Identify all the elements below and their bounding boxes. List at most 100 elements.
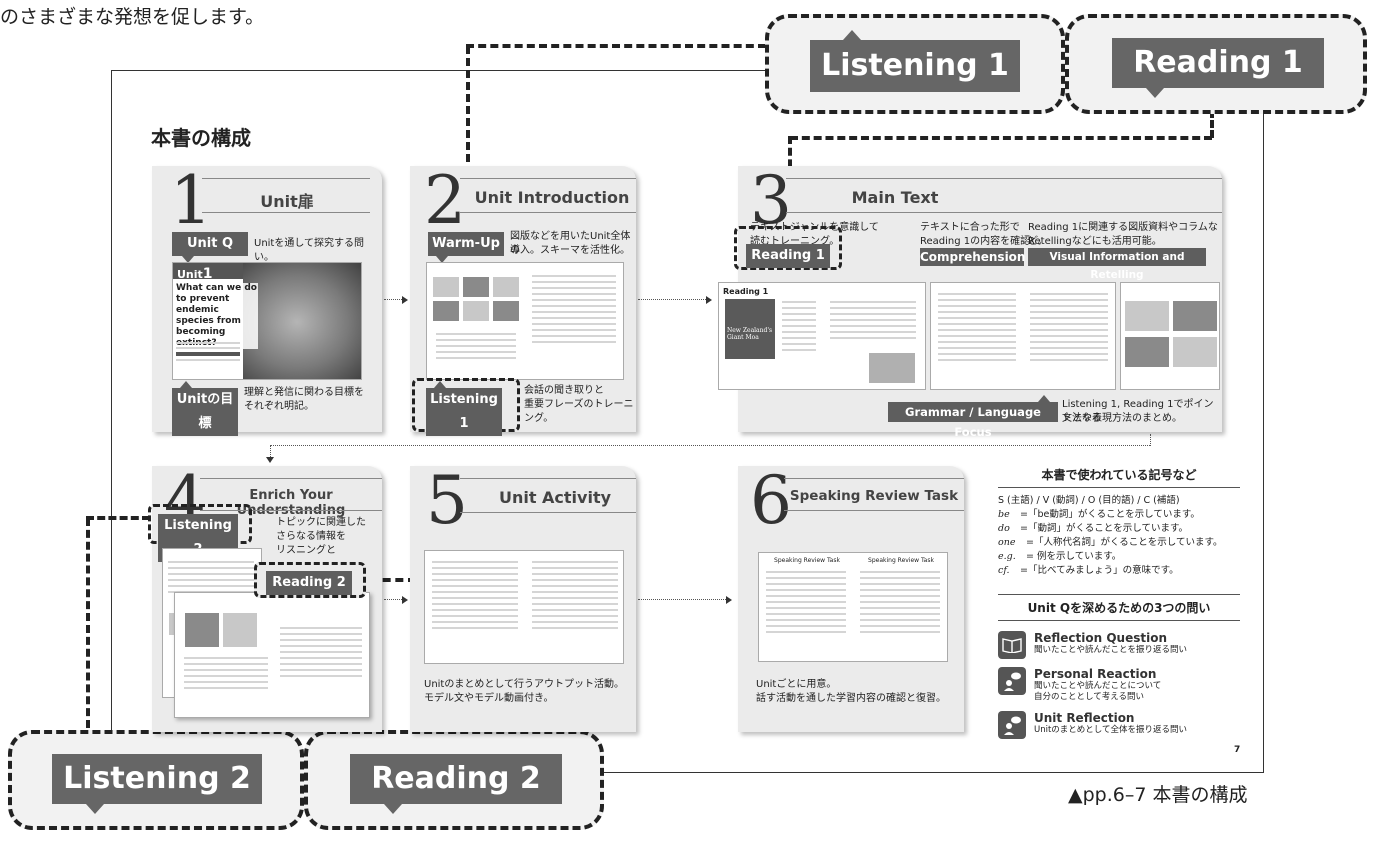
- grammar-tag-pointer: [1038, 395, 1050, 402]
- comprehension-desc-1: テキストに合った形で: [920, 222, 1020, 233]
- photo: [1125, 337, 1169, 367]
- questions-heading: Unit Qを深めるための3つの問い: [998, 594, 1240, 621]
- intro-text: のさまざまな発想を促します。: [0, 6, 265, 28]
- warm-up-desc-2: 導入。スキーマを活性化。: [510, 245, 630, 256]
- callout-reading1-pointer: [1146, 88, 1164, 98]
- speaking-desc-1: Unitごとに用意。: [756, 679, 837, 690]
- unit-goal-desc-1: 理解と発信に関わる目標を: [244, 387, 364, 398]
- card-title: Main Text: [851, 188, 939, 207]
- callout-listening1-pointer: [843, 30, 861, 40]
- title-rule: [200, 478, 382, 479]
- text-lines: [427, 557, 523, 633]
- symbol-item: one=「人称代名詞」がくることを示しています。: [998, 536, 1240, 550]
- text-lines: [527, 557, 623, 633]
- enrich-desc-1: トピックに関連した: [276, 517, 366, 528]
- callout-reading2-pointer: [384, 804, 402, 814]
- card-title: Unit Activity: [498, 488, 612, 507]
- unit-q-tag: Unit Q: [172, 232, 248, 256]
- warm-up-tag-pointer: [436, 256, 448, 263]
- photo: [1173, 301, 1217, 331]
- reading1-highlight: [734, 226, 842, 270]
- question-personal: Personal Reaction 聞いたことや読んだことについて 自分のことと…: [998, 667, 1240, 703]
- text-lines: [777, 297, 821, 355]
- connector-listening1-horizontal: [466, 44, 766, 48]
- title-rule: [786, 212, 1222, 213]
- question-reflection: Reflection Question 聞いたことや読んだことを振り返る問い: [998, 631, 1240, 659]
- bird-illustration: [869, 353, 915, 383]
- text-lines: [527, 271, 621, 347]
- card-unit-cover: 1 Unit扉 Unit Q Unitを通して探究する問い。 Unit1 Wha…: [152, 166, 382, 436]
- callout-listening1-label: Listening 1: [810, 40, 1020, 92]
- photo: [1125, 301, 1169, 331]
- connector-reading2-horizontal: [370, 578, 416, 582]
- listening1-desc-2: 重要フレーズのトレーニング。: [524, 399, 634, 424]
- symbol-key: be: [998, 509, 1010, 520]
- symbol-item: do=「動詞」がくることを示しています。: [998, 522, 1240, 536]
- card-unit-introduction: 2 Unit Introduction Warm-Up 図版などを用いたUnit…: [410, 162, 636, 436]
- flow-arrow-4-5: [384, 599, 404, 600]
- callout-listening2-label: Listening 2: [52, 754, 262, 804]
- question-title: Unit Reflection: [1034, 711, 1135, 725]
- flow-arrowhead: [726, 596, 732, 604]
- activity-desc-1: Unitのまとめとして行うアウトプット活動。: [424, 679, 625, 690]
- photo: [463, 301, 489, 321]
- symbol-desc: =「比べてみましょう」の意味です。: [1020, 565, 1179, 576]
- connector-listening2-horizontal: [86, 516, 150, 520]
- card-number: 2: [424, 162, 466, 239]
- text-lines: [163, 557, 259, 597]
- symbol-desc: =「be動詞」がくることを示しています。: [1020, 509, 1200, 520]
- unit-q-tag-pointer: [182, 256, 194, 263]
- question-title: Reflection Question: [1034, 631, 1168, 645]
- card-number: 3: [750, 162, 792, 239]
- callout-listening2-pointer: [86, 804, 104, 814]
- goal-text-block: [176, 339, 240, 364]
- flow-arrowhead: [706, 296, 712, 304]
- flow-arrow-2-3: [638, 299, 708, 300]
- book-icon: [998, 631, 1026, 659]
- visual-info-desc-2: Retellingなどにも活用可能。: [1028, 236, 1162, 247]
- warm-up-desc-1: 図版などを用いたUnit全体の: [510, 231, 631, 256]
- visual-info-tag: Visual Information and Retelling: [1028, 248, 1206, 281]
- unit-number: 1: [202, 266, 213, 282]
- card-speaking-review: 6 Speaking Review Task Speaking Review T…: [738, 466, 964, 732]
- listening1-tag: Listening 1: [426, 388, 502, 436]
- symbols-heading: 本書で使われている記号など: [998, 466, 1240, 488]
- figure-caption: ▲pp.6–7 本書の構成: [1068, 784, 1248, 806]
- symbols-legend: S (主語) / V (動詞) / O (目的語) / C (補語): [998, 495, 1180, 506]
- text-lines: [275, 623, 367, 681]
- photo: [433, 301, 459, 321]
- question-desc: 聞いたことや読んだことについて: [1034, 681, 1162, 691]
- callout-reading2-label: Reading 2: [350, 754, 562, 804]
- title-rule: [786, 178, 1222, 179]
- flow-arrow-3-4-down: [270, 445, 271, 457]
- sheet-title-right: Speaking Review Task: [868, 557, 934, 564]
- photo: [185, 613, 219, 647]
- spread-frame: [111, 70, 1264, 773]
- symbol-item: cf. =「比べてみましょう」の意味です。: [998, 564, 1240, 578]
- visual-info-pages-thumbnail: [1120, 282, 1220, 390]
- symbol-key: do: [998, 523, 1010, 534]
- warm-up-tag: Warm-Up: [428, 232, 504, 256]
- reading1-tag: Reading 1: [746, 244, 830, 268]
- flow-arrowhead: [402, 296, 408, 304]
- title-rule: [784, 478, 964, 479]
- grammar-desc-1: Listening 1, Reading 1でポイントとなる: [1062, 399, 1214, 424]
- symbols-panel: 本書で使われている記号など S (主語) / V (動詞) / O (目的語) …: [998, 466, 1240, 739]
- symbol-key: one: [998, 537, 1016, 548]
- question-desc: 聞いたことや読んだことを振り返る問い: [1034, 645, 1188, 655]
- photo: [493, 277, 519, 297]
- flow-arrowhead: [266, 457, 274, 463]
- unit-q-desc: Unitを通して探究する問い。: [254, 238, 365, 263]
- flow-arrow-5-6: [638, 599, 728, 600]
- question-unit-reflection: Unit Reflection Unitのまとめとして全体を振り返る問い: [998, 711, 1240, 739]
- photo: [223, 613, 257, 647]
- comprehension-desc-2: Reading 1の内容を確認。: [920, 236, 1041, 247]
- spread-title: 本書の構成: [151, 126, 251, 150]
- title-rule: [460, 478, 636, 479]
- card-title: Unit扉: [260, 192, 314, 211]
- reading2-pages-thumbnail: [174, 592, 370, 718]
- comprehension-pages-thumbnail: [930, 282, 1116, 390]
- sheet-title-left: Speaking Review Task: [774, 557, 840, 564]
- card-title: Speaking Review Task: [789, 488, 959, 504]
- symbol-key: cf.: [998, 565, 1010, 576]
